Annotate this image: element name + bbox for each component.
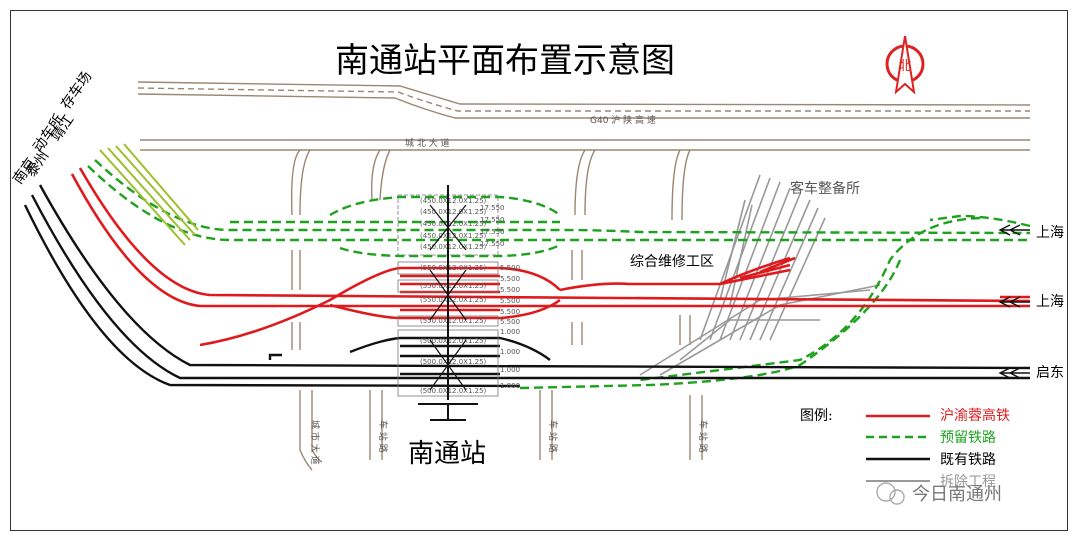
wechat-icon	[876, 482, 896, 502]
bottom-roads: 城 市 大 道 车 站 路 车 站 路 车 站 路	[291, 315, 709, 471]
direction-qidong: 启东	[1036, 365, 1064, 381]
legend-label-existing: 既有铁路	[940, 452, 996, 468]
platform-label-4: (450.0X12.0X1.25)	[420, 232, 487, 240]
platform-label-2: (450.0X12.0X1.25)	[420, 208, 487, 216]
direction-shanghai-top: 上海	[1036, 225, 1064, 241]
bottom-road-3: 车 站 路	[547, 420, 559, 453]
high-speed-tracks	[70, 167, 1031, 347]
direction-shanghai-middle: 上海	[1036, 294, 1064, 310]
existing-tracks	[23, 184, 1031, 388]
reserved-tracks	[87, 159, 1031, 390]
legend-label-removed: 拆除工程	[940, 474, 996, 490]
bottom-road-2: 车 站 路	[377, 420, 389, 453]
station-name: 南通站	[408, 439, 486, 469]
watermark-text: 今日南通州	[912, 484, 1002, 505]
storage-yard-tracks	[99, 143, 199, 246]
compass-icon: 北	[885, 35, 925, 95]
legend: 图例: 沪渝蓉高铁 预留铁路 既有铁路 拆除工程	[800, 407, 1010, 490]
platform-label-11: (500.0X12.0X1.25)	[420, 358, 487, 366]
track-number-8: 5.500	[500, 297, 520, 305]
track-number-7: 5.500	[500, 286, 520, 294]
platform-label-9: (550.0X12.0X1.25)	[420, 317, 487, 325]
legend-title: 图例:	[800, 408, 833, 424]
expressway-g40: G40 沪 陕 高 速	[137, 81, 1031, 126]
maintenance-label: 综合维修工区	[630, 254, 714, 270]
coach-service-label: 客车整备所	[790, 180, 860, 197]
platform-label-10: (500.0X12.0X1.25)	[420, 337, 487, 345]
track-number-13: 1.000	[500, 366, 520, 374]
platform-label-5: (450.0X12.0X1.25)	[420, 243, 487, 251]
station-platforms: (450.0X12.0X1.25) (450.0X12.0X1.25) (450…	[397, 185, 520, 421]
city-north-road-label: 城 北 大 道	[405, 137, 450, 149]
track-number-14: 1.000	[500, 382, 520, 390]
left-directions: 存车场 靖江 动车所 泰州 南京	[10, 68, 95, 187]
expressway-label: G40 沪 陕 高 速	[590, 114, 656, 126]
track-number-4: 17.550	[480, 240, 505, 248]
platform-label-1: (450.0X12.0X1.25)	[420, 197, 487, 205]
track-number-3: 17.550	[480, 228, 505, 236]
right-directions: 上海 上海 启东	[998, 224, 1064, 381]
track-number-6: 5.500	[500, 275, 520, 283]
platform-label-12: (500.0X12.0X1.25)	[420, 387, 487, 395]
watermark: 今日南通州	[876, 482, 1002, 505]
track-number-1: 17.550	[480, 204, 505, 212]
direction-cunchechang: 存车场	[57, 68, 95, 112]
track-number-12: 1.000	[500, 348, 520, 356]
platform-label-8: (550.0X12.0X1.25)	[420, 296, 487, 304]
legend-label-reserved: 预留铁路	[940, 430, 996, 446]
diagram-title: 南通站平面布置示意图	[335, 41, 675, 81]
bottom-road-4: 车 站 路	[697, 420, 709, 453]
diagram-frame	[10, 10, 1068, 531]
city-north-road: 城 北 大 道	[140, 137, 1030, 290]
track-number-10: 5.500	[500, 318, 520, 326]
compass-letter: 北	[898, 59, 911, 74]
track-number-9: 5.500	[500, 308, 520, 316]
legend-label-high-speed: 沪渝蓉高铁	[940, 407, 1010, 424]
platform-label-7: (550.0X12.0X1.25)	[420, 282, 487, 290]
platform-label-6: (550.0X12.0X1.25)	[420, 264, 487, 272]
track-number-11: 1.000	[500, 328, 520, 336]
platform-label-3: (450.0X12.0X1.25)	[420, 220, 487, 228]
track-number-2: 17.550	[480, 216, 505, 224]
bottom-road-1: 城 市 大 道	[309, 420, 321, 465]
track-number-5: 5.500	[500, 264, 520, 272]
